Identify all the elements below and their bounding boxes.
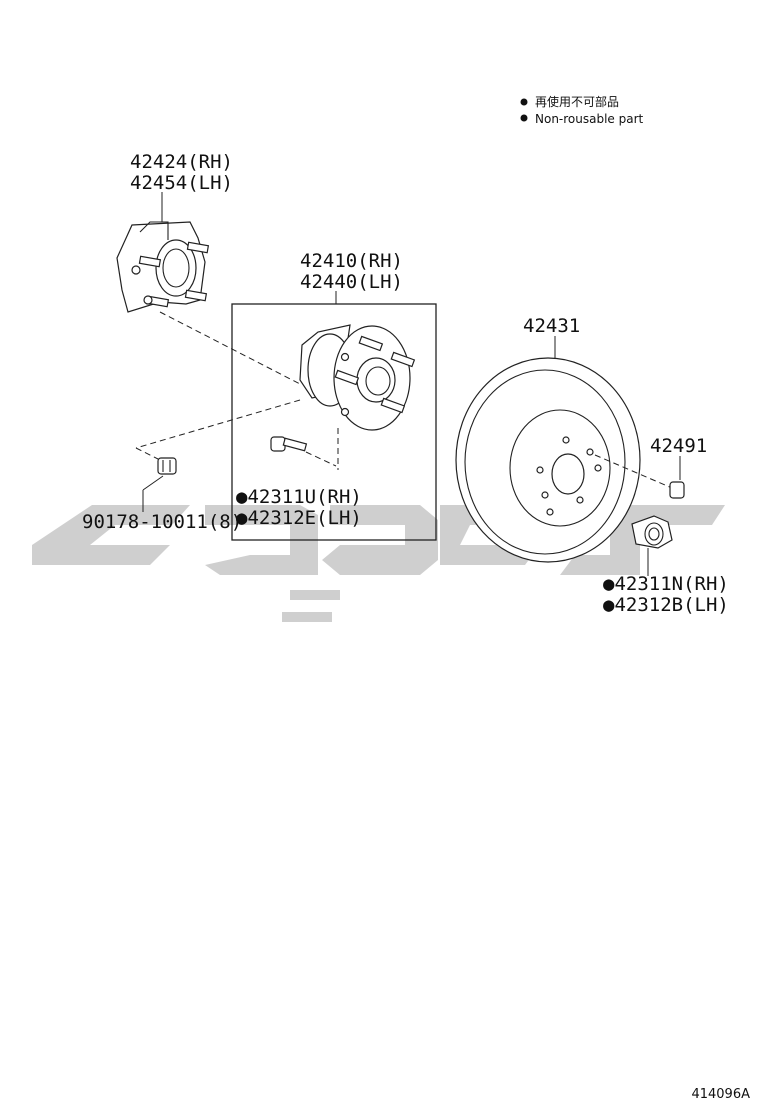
knuckle-rh-label: 42424(RH) xyxy=(130,151,233,173)
legend: 再使用不可部品 Non-rousable part xyxy=(520,94,644,126)
knuckle-lh-label: 42454(LH) xyxy=(130,172,233,194)
wheel-nut-part xyxy=(631,515,673,549)
plug-label: 42491 xyxy=(650,435,707,457)
hub-bearing-rh-label: 42410(RH) xyxy=(300,250,403,272)
legend-english: Non-rousable part xyxy=(535,112,644,126)
disc-label: 42431 xyxy=(523,315,580,337)
hub-bolt-rh-label: ●42311U(RH) xyxy=(236,486,362,508)
plug-part xyxy=(669,481,685,499)
hub-bearing-group-box xyxy=(231,303,437,541)
wheel-nut-lh-label: ●42312B(LH) xyxy=(603,594,729,616)
hub-bolt-part xyxy=(270,436,308,452)
brake-disc-part xyxy=(455,357,641,563)
diagram-code: 414096A xyxy=(691,1087,750,1102)
hub-bolt-lh-label: ●42312E(LH) xyxy=(236,507,362,529)
knuckle-part xyxy=(116,221,210,313)
legend-japanese: 再使用不可部品 xyxy=(535,94,619,109)
knuckle-bolt-part xyxy=(157,457,177,475)
hub-bearing-lh-label: 42440(LH) xyxy=(300,271,403,293)
wheel-nut-rh-label: ●42311N(RH) xyxy=(603,573,729,595)
knuckle-bolt-label: 90178-10011(8) xyxy=(82,511,242,533)
hub-bearing-part xyxy=(299,324,416,431)
